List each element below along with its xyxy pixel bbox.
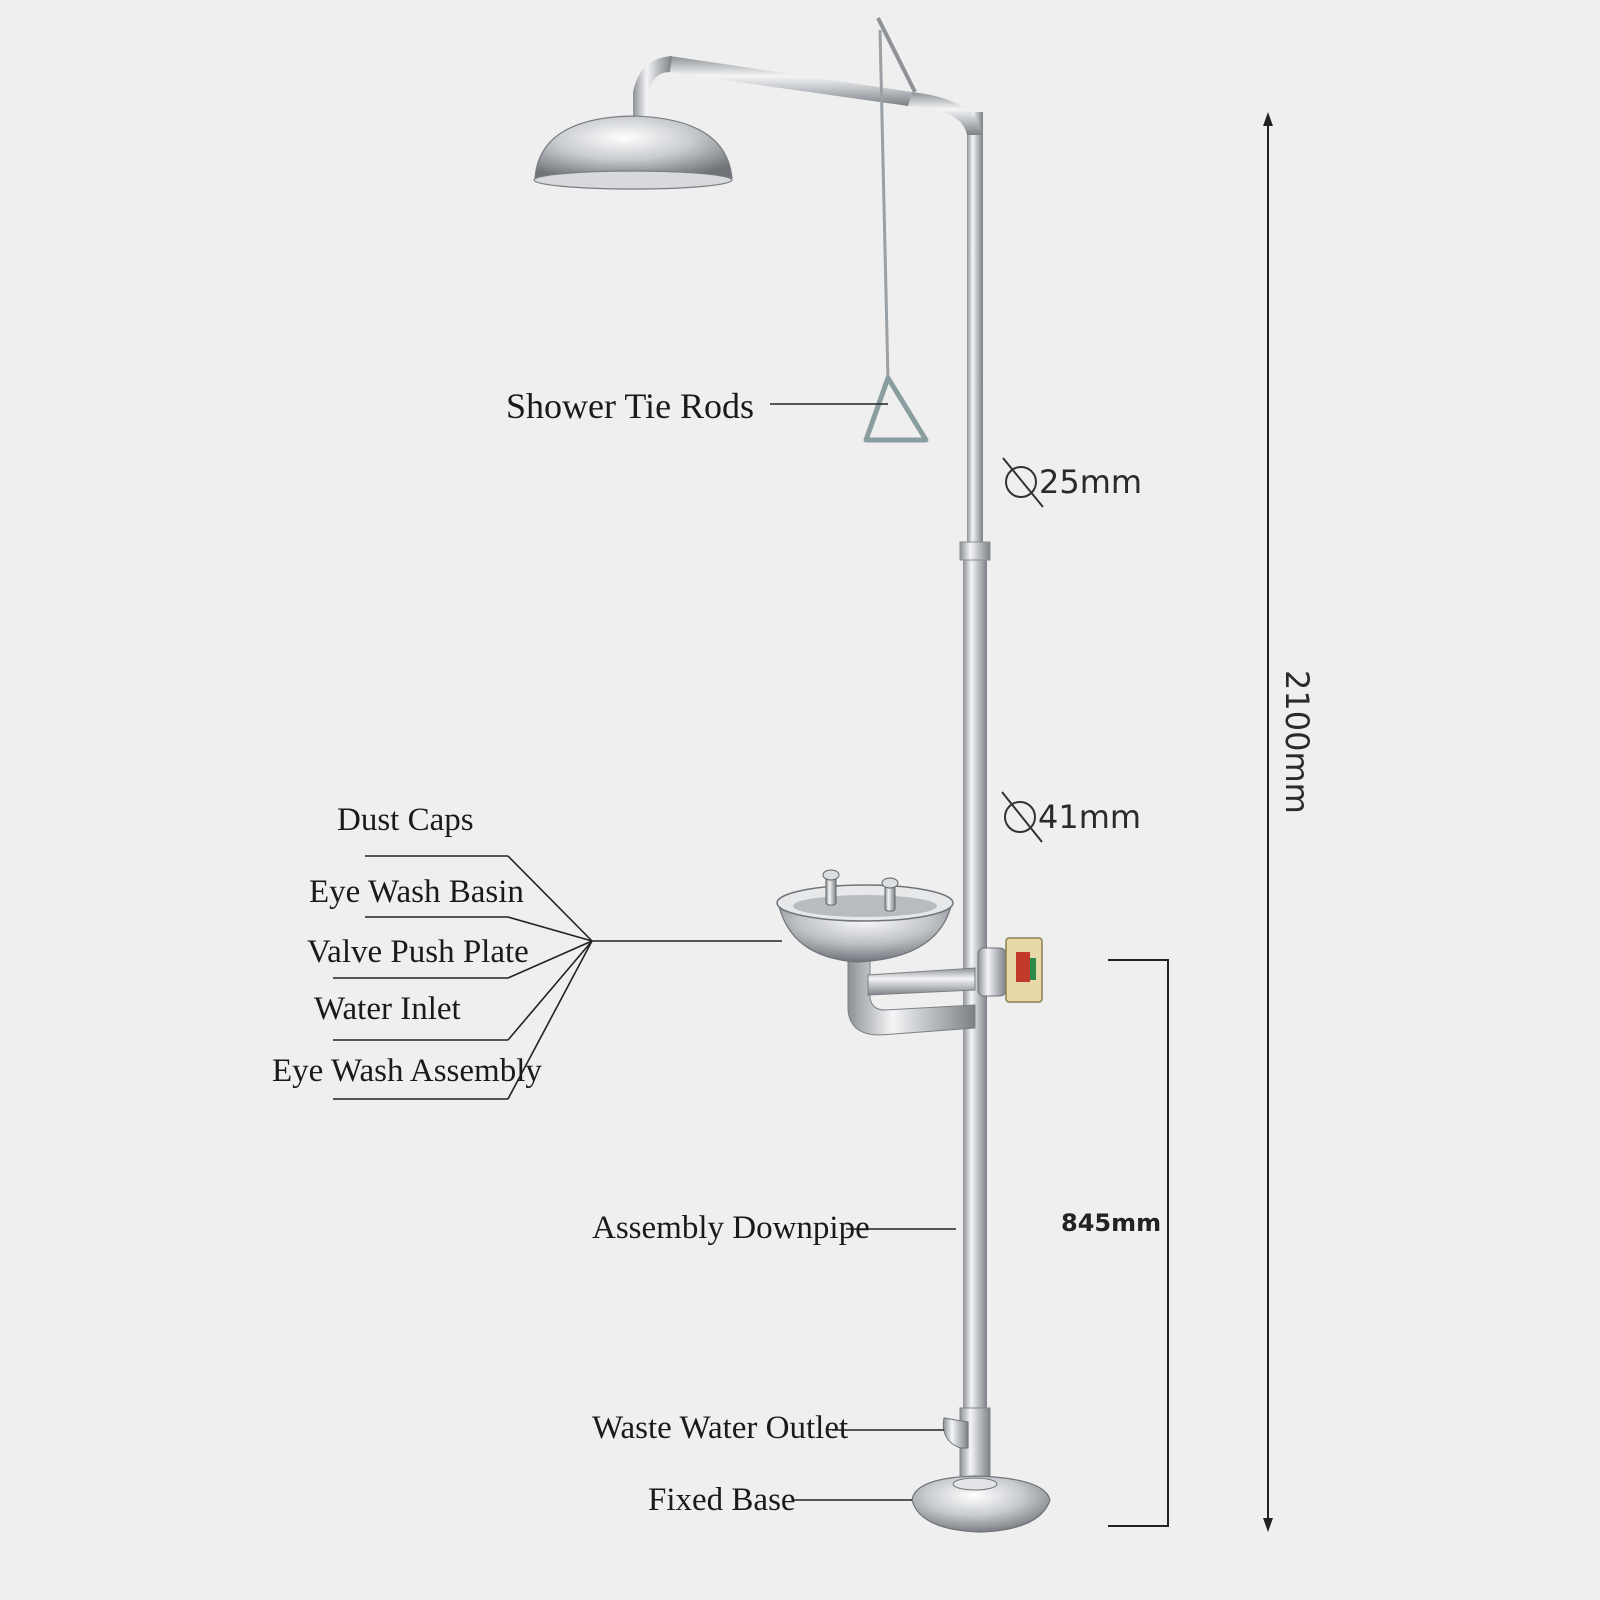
fixed-base [911, 1475, 1051, 1533]
waste-water-outlet [942, 1417, 969, 1449]
label-fixed-base: Fixed Base [648, 1482, 796, 1518]
diameter-symbol-25 [1002, 457, 1044, 508]
fixed-base-collar [952, 1477, 998, 1491]
label-water-inlet: Water Inlet [314, 991, 461, 1027]
tie-rod-handle [863, 375, 929, 443]
upper-pipe [967, 112, 983, 552]
leader-lines [333, 403, 956, 1501]
dim-upper-pipe-diameter: 25mm [1039, 463, 1142, 501]
label-assembly-downpipe: Assembly Downpipe [592, 1210, 870, 1246]
diameter-symbol-41 [1001, 791, 1043, 843]
label-valve-push-plate: Valve Push Plate [307, 934, 529, 970]
leader-dust-caps [507, 855, 593, 942]
eye-wash-fixture [776, 869, 1043, 1036]
leader-eye-wash-basin [507, 916, 593, 942]
tie-rod-upper [876, 17, 917, 93]
push-plate-mark [1016, 952, 1030, 982]
shower-head-rim [533, 170, 733, 190]
leader-water-inlet [507, 940, 593, 1041]
label-shower-tie-rods: Shower Tie Rods [506, 386, 754, 426]
text-labels: Shower Tie Rods Dust Caps Eye Wash Basin… [272, 386, 1316, 1518]
dimension-lines [1001, 112, 1273, 1532]
label-dust-caps: Dust Caps [337, 802, 474, 838]
eyewash-height-bracket [1108, 959, 1169, 1527]
label-eye-wash-basin: Eye Wash Basin [309, 874, 524, 910]
dim-lower-pipe-diameter: 41mm [1038, 798, 1141, 836]
total-height-arrow-top [1263, 112, 1273, 126]
pipe-coupling [959, 541, 991, 561]
label-eye-wash-assembly: Eye Wash Assembly [272, 1053, 542, 1089]
valve-body [977, 947, 1007, 997]
tie-rod [878, 29, 890, 381]
dust-cap-left-top [822, 869, 840, 881]
total-height-arrow-bottom [1263, 1518, 1273, 1532]
shower-fixture [533, 17, 991, 1408]
leader-eye-wash-assembly [507, 940, 593, 1100]
inlet-pipe [867, 967, 976, 996]
dim-total-height: 2100mm [1278, 670, 1316, 814]
dim-eyewash-height: 845mm [1061, 1209, 1161, 1237]
shower-head [534, 115, 733, 179]
shower-arm [668, 56, 912, 106]
base-fixture [911, 1407, 1051, 1533]
basin-drain-pipe [847, 949, 976, 1036]
head-elbow [633, 56, 672, 120]
push-plate-green [1030, 958, 1036, 980]
leader-valve-push-plate [507, 940, 593, 979]
basin-inner [793, 895, 937, 917]
pipe-elbow [905, 92, 983, 135]
label-waste-water-outlet: Waste Water Outlet [592, 1410, 848, 1446]
dust-cap-right-top [881, 877, 899, 889]
